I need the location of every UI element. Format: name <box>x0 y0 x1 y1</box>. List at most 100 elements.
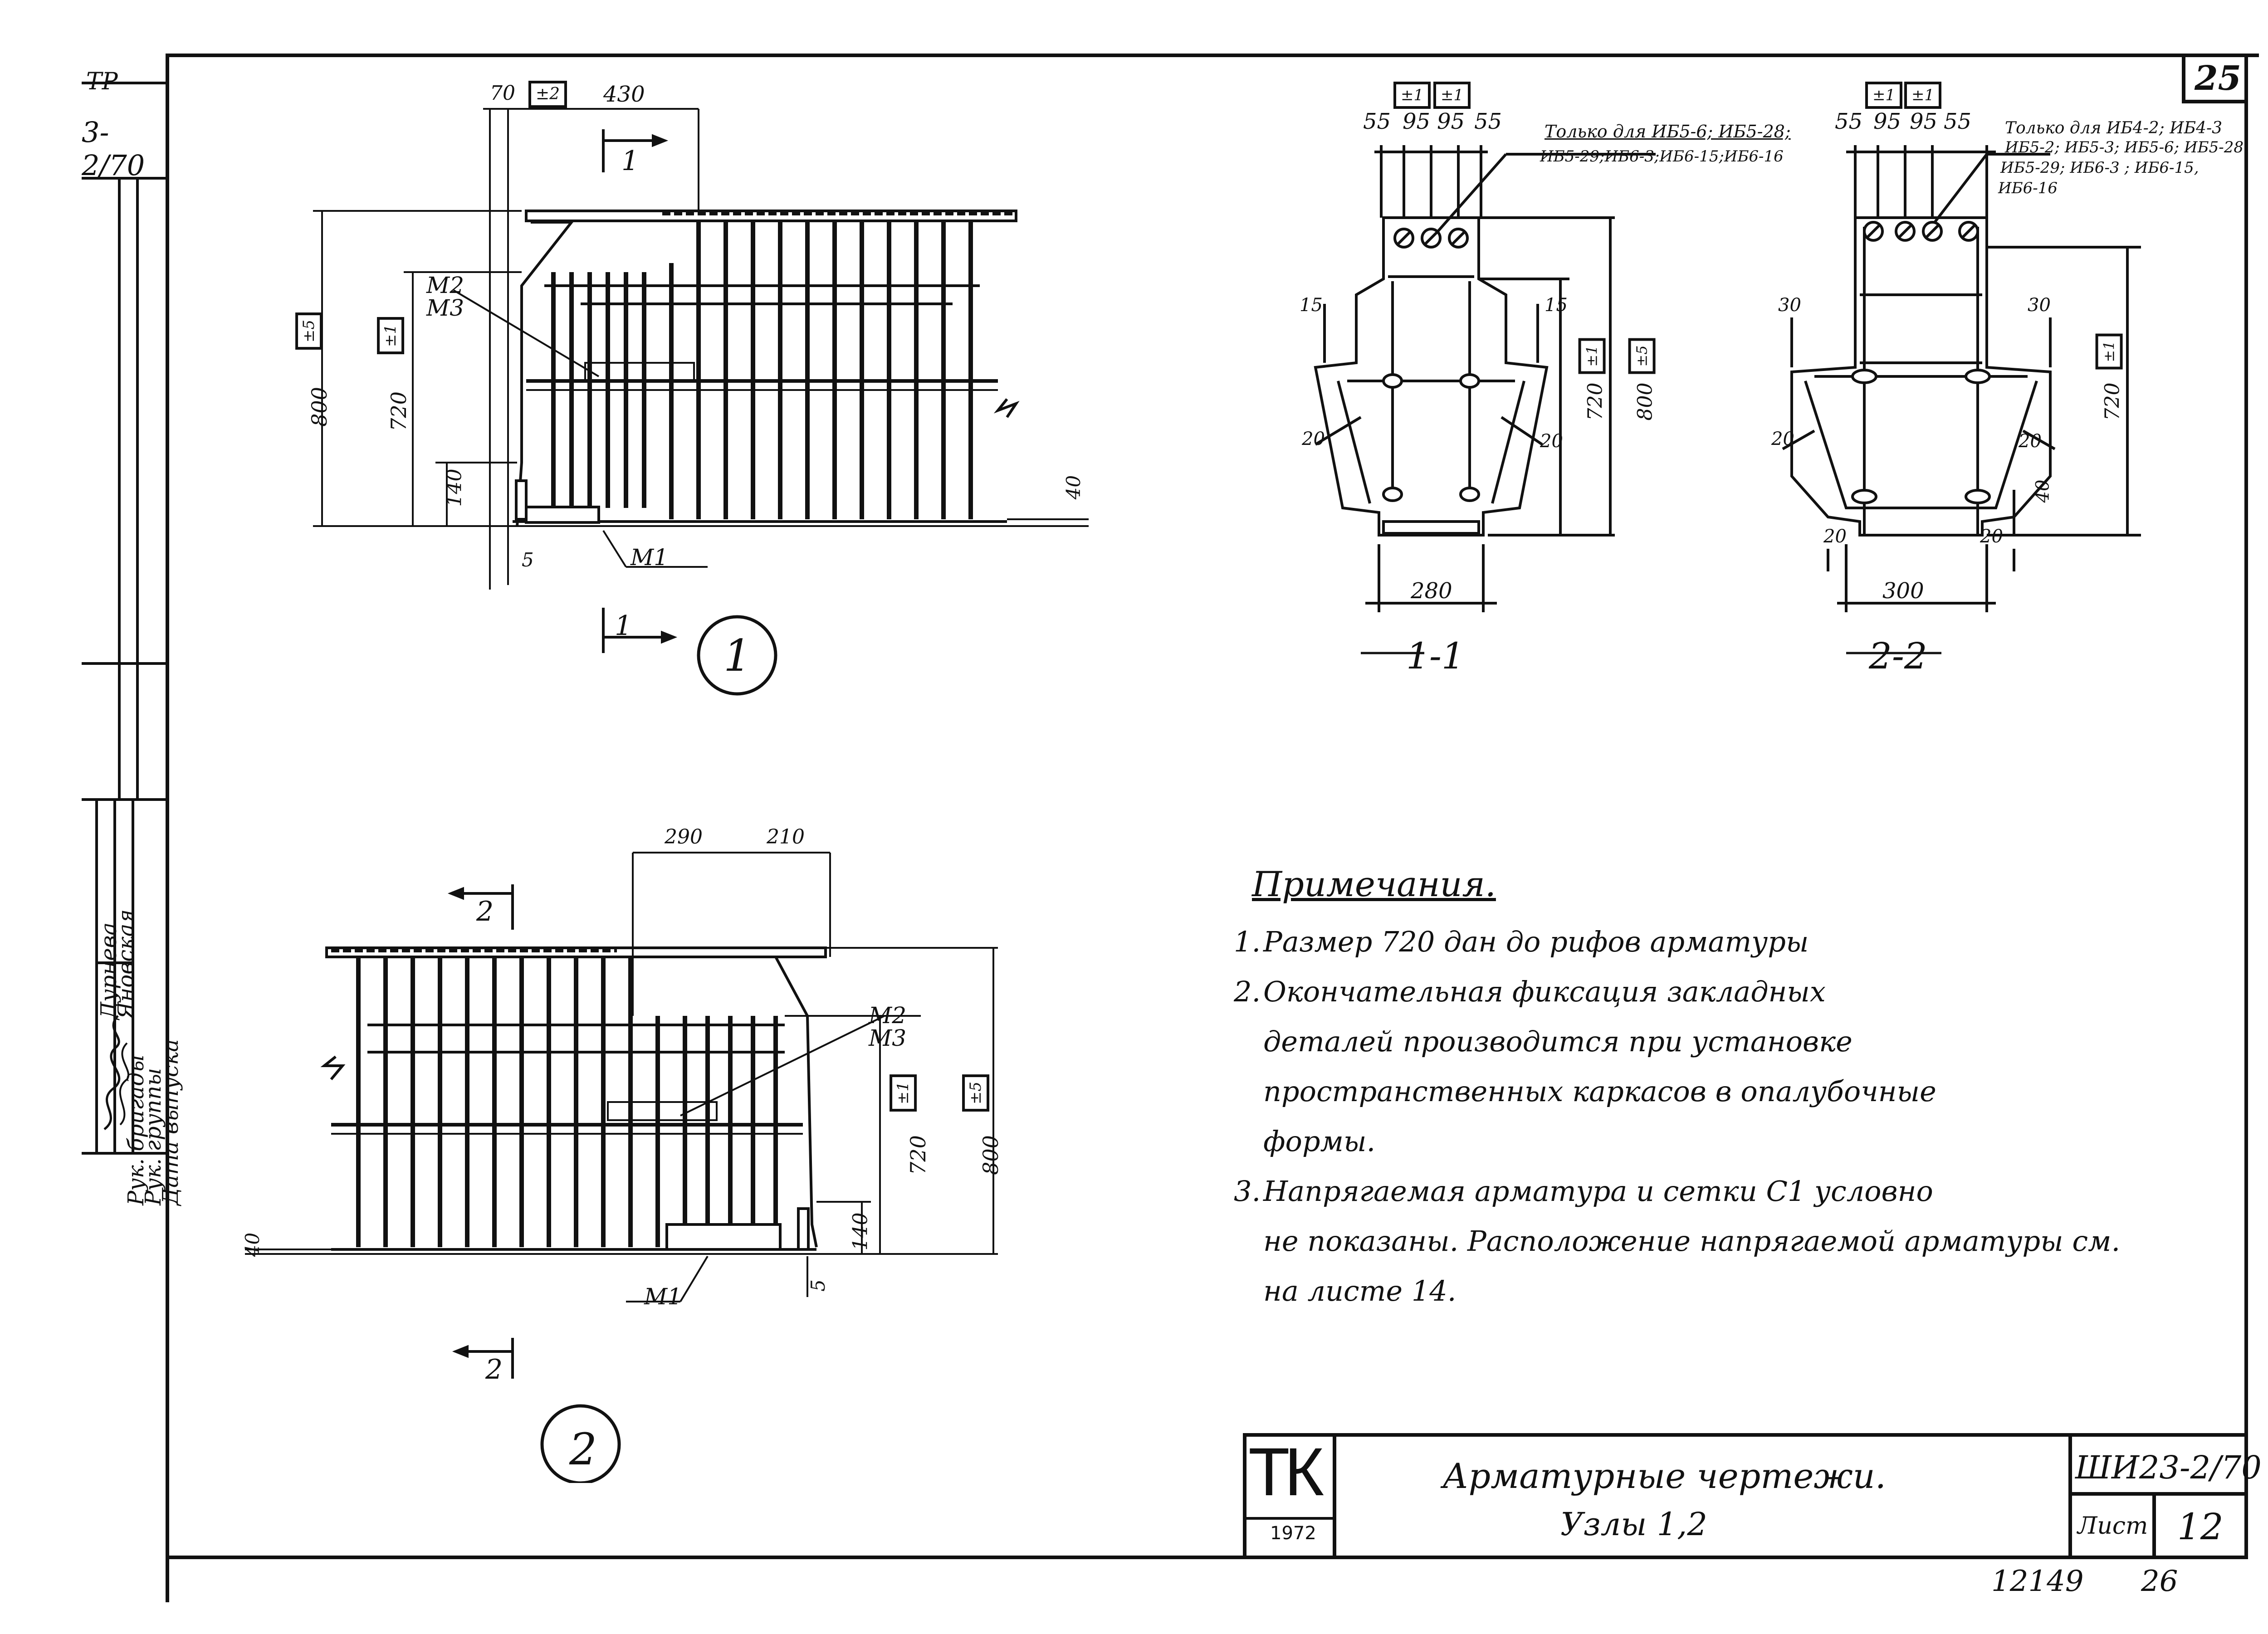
node2-dim-720: 720 <box>905 1135 930 1175</box>
node1-dim-70: 70 <box>490 82 515 105</box>
node1-tol-1: ±1 <box>377 317 405 355</box>
node2-label-m3: М3 <box>869 1025 907 1051</box>
section2-dim-30-right: 30 <box>2028 295 2051 316</box>
section1-top-dim-1: 55 <box>1363 109 1391 134</box>
note-3-num: 3. <box>1234 1175 1261 1208</box>
section2-tol-1-vert: ±1 <box>2095 333 2123 370</box>
section1-top-dim-2: 95 <box>1403 109 1431 134</box>
section2-top-dim-1: 55 <box>1835 109 1863 134</box>
node2-label-m1: М1 <box>644 1283 682 1310</box>
section2-dim-20-left: 20 <box>1771 429 1794 449</box>
sheet-number: 12 <box>2177 1506 2224 1548</box>
section1-tol-box-1: ±1 <box>1393 82 1431 109</box>
section2-dim-30-left: 30 <box>1778 295 1801 316</box>
section1-dim-15-left: 15 <box>1300 295 1323 316</box>
title-block-right-hline <box>2068 1492 2248 1496</box>
note-2-line-3: пространственных каркасов в опалубочные <box>1263 1075 1936 1108</box>
node1-label-m2: М2 <box>426 272 464 298</box>
section1-tol-5-vert: ±5 <box>1628 338 1656 374</box>
section2-tol-box-2: ±1 <box>1904 82 1942 109</box>
node2-elevation-drawing <box>245 852 998 1483</box>
section1-dim-720: 720 <box>1584 382 1607 421</box>
note-2-line-2: деталей производится при установке <box>1263 1025 1853 1058</box>
section-1-1-drawing <box>1314 145 1656 654</box>
node2-dim-290: 290 <box>665 825 703 849</box>
signature-scribble <box>103 1015 130 1130</box>
title-block-sheet-divider <box>2152 1492 2156 1559</box>
section1-title: 1-1 <box>1406 635 1465 677</box>
node2-dim-800: 800 <box>978 1135 1003 1175</box>
node1-label-m1: М1 <box>631 544 669 571</box>
note-2-num: 2. <box>1234 975 1261 1008</box>
notes-heading: Примечания. <box>1252 864 1496 904</box>
section2-title: 2-2 <box>1869 635 1927 677</box>
frame-bottom-border <box>166 1556 2248 1559</box>
section1-dim-280: 280 <box>1411 578 1452 604</box>
section1-dim-800: 800 <box>1633 382 1657 421</box>
node1-section-marker-top: 1 <box>621 145 639 177</box>
section1-dim-20-right: 20 <box>1540 431 1563 452</box>
section2-dim-40: 40 <box>2032 479 2053 503</box>
bottom-number-2: 26 <box>2141 1565 2178 1598</box>
node2-label-m2: М2 <box>869 1002 907 1029</box>
node2-circle-label: 2 <box>569 1424 597 1475</box>
note-3-line-2: не показаны. Расположение напрягаемой ар… <box>1263 1224 2121 1258</box>
section2-tol-box-1: ±1 <box>1865 82 1903 109</box>
frame-left-border <box>166 54 169 1602</box>
section1-tol-1-vert: ±1 <box>1578 338 1606 374</box>
title-block-right-divider <box>2068 1433 2072 1559</box>
section2-top-dim-2: 95 <box>1873 109 1901 134</box>
title-block-tk-divider <box>1333 1433 1336 1559</box>
note-2-line-4: формы. <box>1263 1125 1376 1158</box>
section1-dim-20-left: 20 <box>1302 429 1325 449</box>
section2-dim-20-bottom-right: 20 <box>1980 526 2003 547</box>
section1-note-line2: ИБ5-29;ИБ6-3;ИБ6-15;ИБ6-16 <box>1540 147 1784 166</box>
section1-tol-box-2: ±1 <box>1433 82 1471 109</box>
node2-dim-40: 40 <box>241 1232 264 1257</box>
title-line-2: Узлы 1,2 <box>1560 1506 1707 1543</box>
stamp-role-3: Дата выпуска <box>158 1039 183 1205</box>
section2-dim-20-bottom-left: 20 <box>1823 526 1847 547</box>
section-2-2-drawing <box>1782 145 2141 654</box>
frame-right-border <box>2244 54 2248 1559</box>
tk-mark: ТК <box>1248 1434 1324 1510</box>
node2-dim-140: 140 <box>849 1212 872 1251</box>
section2-dim-300: 300 <box>1882 578 1924 604</box>
section2-note-line3: ИБ5-29; ИБ6-3 ; ИБ6-15, <box>2000 159 2199 177</box>
section2-top-dim-4: 55 <box>1944 109 1972 134</box>
section2-top-dim-3: 95 <box>1910 109 1938 134</box>
section1-top-dim-4: 55 <box>1474 109 1502 134</box>
left-stamp-strip: ТР 3-2/70 Рук. бригады Рук. группы Дата … <box>82 68 183 1252</box>
node2-section-marker-bottom: 2 <box>485 1354 503 1385</box>
frame-top-border <box>168 54 2259 57</box>
node1-circle-label: 1 <box>723 630 752 681</box>
node1-tol-2: ±2 <box>528 81 567 108</box>
node1-elevation-drawing <box>313 108 1089 696</box>
tk-year-underline <box>1246 1517 1333 1520</box>
bottom-number-1: 12149 <box>1991 1565 2084 1598</box>
doc-code: ШИ23-2/70 <box>2075 1449 2262 1486</box>
left-header-fragment: ТР <box>86 68 118 95</box>
node1-dim-5: 5 <box>522 549 534 571</box>
title-line-1: Арматурные чертежи. <box>1442 1456 1886 1496</box>
note-2-line-1: Окончательная фиксация закладных <box>1263 975 1826 1008</box>
title-block <box>1243 1433 2248 1559</box>
node2-dim-210: 210 <box>767 825 805 849</box>
node2-tol-1: ±1 <box>890 1074 917 1112</box>
note-3-line-1: Напрягаемая арматура и сетки С1 условно <box>1263 1175 1933 1208</box>
tk-year: 1972 <box>1270 1523 1316 1544</box>
node2-tol-5: ±5 <box>962 1074 990 1112</box>
section2-dim-720: 720 <box>2101 382 2124 421</box>
section2-dim-20-right: 20 <box>2019 431 2042 452</box>
section1-note-line1: Только для ИБ5-6; ИБ5-28; <box>1545 122 1791 141</box>
section1-top-dim-3: 95 <box>1437 109 1465 134</box>
node1-dim-140: 140 <box>443 468 466 507</box>
node1-dim-720: 720 <box>386 391 411 431</box>
node1-tol-5: ±5 <box>295 312 323 350</box>
section1-dim-15-right: 15 <box>1545 295 1568 316</box>
note-1-num: 1. <box>1234 925 1261 958</box>
sheet-label: Лист <box>2077 1512 2148 1540</box>
section2-note-line1: Только для ИБ4-2; ИБ4-3 <box>2005 119 2223 137</box>
node1-label-m3: М3 <box>426 295 464 321</box>
page-number: 25 <box>2195 59 2241 98</box>
